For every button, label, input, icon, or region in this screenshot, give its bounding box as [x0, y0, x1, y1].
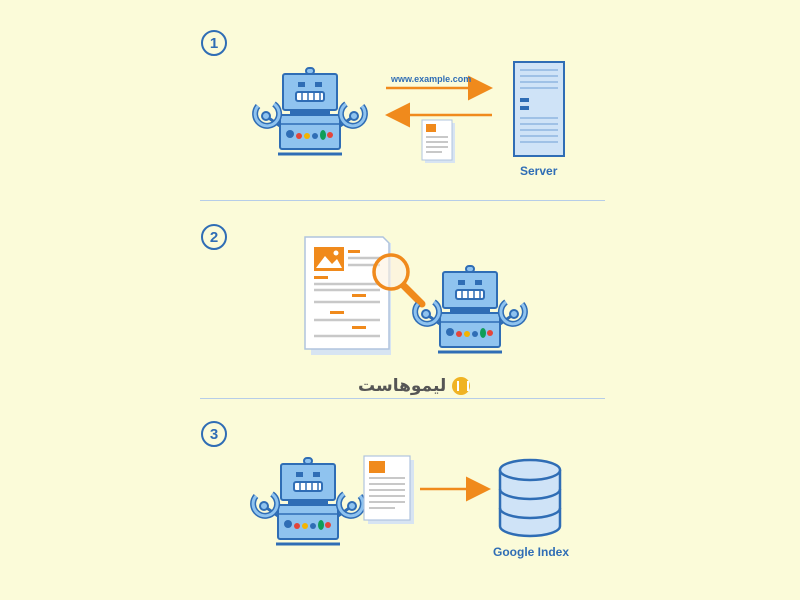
large-document-icon [304, 236, 391, 355]
brand-name: لیموهاست [358, 376, 447, 396]
magnifier-icon [372, 253, 426, 308]
divider-2 [200, 398, 605, 399]
step-1-number: 1 [201, 30, 227, 56]
brand-logo: لیموهاست [358, 376, 471, 396]
robot-icon [255, 68, 365, 154]
step-2-number: 2 [201, 224, 227, 250]
document-icon [421, 119, 456, 164]
server-label: Server [520, 164, 558, 178]
server-icon [513, 61, 565, 157]
document-icon [363, 455, 414, 524]
google-index-label: Google Index [493, 545, 570, 559]
robot-icon [415, 266, 525, 352]
divider-1 [200, 200, 605, 201]
lemon-logo-icon [452, 377, 471, 395]
url-label: www.example.com [391, 74, 472, 84]
step-3-number: 3 [201, 421, 227, 447]
database-icon [498, 458, 562, 538]
robot-icon [253, 458, 363, 544]
